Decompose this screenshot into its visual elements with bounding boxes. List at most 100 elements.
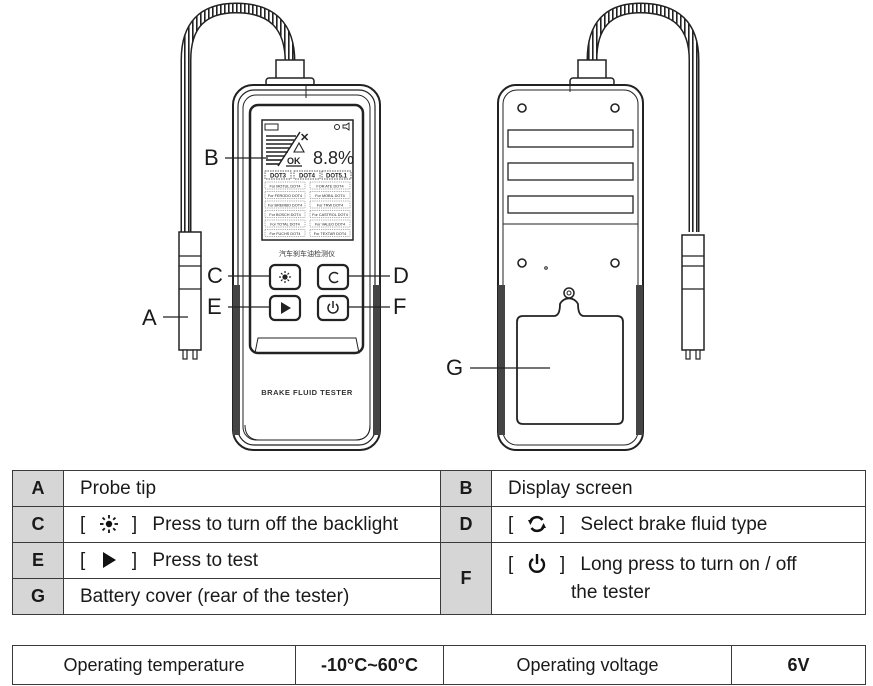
part-desc-text: Long press to turn on / off [580, 553, 797, 575]
brand-label: For BOSCH DOT4 [269, 213, 300, 217]
brand-box [264, 210, 306, 218]
part-desc-text: Press to test [152, 549, 259, 571]
power-button[interactable] [316, 294, 350, 322]
warning-triangle-icon [293, 141, 305, 153]
cycle-icon [527, 516, 546, 533]
callout-c: C [207, 263, 223, 288]
bracket-open: [ [80, 549, 86, 571]
ok-indicator: OK [287, 156, 301, 166]
temp-label: Operating temperature [12, 645, 296, 685]
voltage-value: 6V [731, 645, 866, 685]
backlight-button[interactable] [268, 263, 302, 291]
part-key: A [12, 470, 64, 507]
part-key: B [440, 470, 492, 507]
battery-icon [264, 123, 279, 131]
dot-type-label: DOT3 [270, 174, 287, 180]
bracket-open: [ [508, 513, 514, 535]
callout-d: D [393, 263, 409, 288]
callout-a: A [142, 305, 157, 330]
bracket-close: ] [559, 553, 566, 575]
table-row: G Battery cover (rear of the tester) [12, 578, 866, 615]
brand-box [264, 200, 306, 209]
brand-label: FOR ATE DOT4 [316, 184, 343, 188]
voltage-label: Operating voltage [443, 645, 732, 685]
part-desc: [ ] Select brake fluid type [491, 506, 866, 543]
table-row: C [ ] Press to turn off the backlight D … [12, 506, 866, 543]
part-desc: [ ] Long press to turn on / off the test… [491, 542, 866, 615]
callout-g: G [446, 355, 464, 380]
brand-label: For CASTROL DOT4 [312, 213, 348, 217]
fail-mark: ✕ [300, 132, 309, 144]
brand-label: For FUCHS DOT4 [269, 232, 300, 236]
part-desc-text: Press to turn off the backlight [152, 513, 399, 535]
bracket-open: [ [508, 553, 514, 575]
brand-label: For TEXTAR DOT4 [314, 232, 347, 236]
test-button[interactable] [268, 294, 302, 322]
brand-label: For FERODO DOT4 [268, 194, 302, 198]
dot-type-box [321, 170, 352, 180]
brand-box [264, 191, 306, 199]
battery-cover [516, 287, 624, 425]
brand-label: For TRW DOT4 [317, 203, 343, 207]
brand-box [264, 219, 306, 228]
part-desc-text: Select brake fluid type [580, 513, 768, 535]
brand-box [309, 210, 351, 218]
backlight-indicator-icon [334, 124, 340, 130]
rear-view [470, 2, 705, 451]
spec-table: Operating temperature -10°C~60°C Operati… [12, 645, 866, 685]
probe-tip [178, 231, 202, 360]
temp-value: -10°C~60°C [295, 645, 444, 685]
table-row: E [ ] Press to test F [ ] Long press to … [12, 542, 866, 615]
callout-b: B [204, 145, 219, 170]
part-desc: [ ] Press to test [63, 542, 441, 579]
dot-type-label: DOT4 [299, 174, 316, 180]
brand-box [309, 229, 351, 237]
part-key: E [12, 542, 64, 579]
part-desc: Probe tip [63, 470, 441, 507]
part-desc-text-line2: the tester [571, 581, 651, 603]
callout-f: F [393, 294, 407, 319]
brand-box [264, 229, 306, 237]
dot-type-box [264, 170, 292, 180]
device-label: BRAKE FLUID TESTER [261, 388, 353, 397]
brand-label: For MOBIL DOT4 [315, 194, 345, 198]
play-icon [281, 302, 291, 314]
part-key: D [440, 506, 492, 543]
brand-box [309, 191, 351, 199]
part-desc: Battery cover (rear of the tester) [63, 578, 441, 615]
brand-label: For MOTUL DOT4 [269, 184, 300, 188]
brand-label: For TOTAL DOT4 [270, 222, 300, 226]
brand-box [264, 181, 306, 190]
dot-type-label: DOT5.1 [326, 174, 348, 180]
power-icon [327, 301, 339, 314]
power-icon [528, 554, 545, 574]
bracket-close: ] [559, 513, 566, 535]
part-key: G [12, 578, 64, 615]
part-key: C [12, 506, 64, 543]
dot-type-box [293, 170, 321, 180]
table-row: Operating temperature -10°C~60°C Operati… [12, 645, 866, 685]
callout-e: E [207, 294, 222, 319]
lcd-reading: 8.8% [313, 148, 354, 168]
brand-box [309, 200, 351, 209]
brand-box [309, 181, 351, 190]
backlight-icon [99, 515, 118, 534]
cycle-icon [328, 271, 339, 284]
bracket-open: [ [80, 513, 86, 535]
play-icon [102, 552, 116, 569]
probe-tip-rear [681, 234, 705, 360]
table-row: A Probe tip B Display screen [12, 470, 866, 507]
brand-label: For VALEO DOT4 [315, 222, 345, 226]
bracket-close: ] [131, 513, 138, 535]
bracket-close: ] [131, 549, 138, 571]
part-desc: [ ] Press to turn off the backlight [63, 506, 441, 543]
part-desc: Display screen [491, 470, 866, 507]
fluid-type-button[interactable] [316, 263, 350, 291]
brand-label: For BREMBO DOT4 [268, 203, 302, 207]
brand-box [309, 219, 351, 228]
speaker-icon [342, 122, 350, 131]
